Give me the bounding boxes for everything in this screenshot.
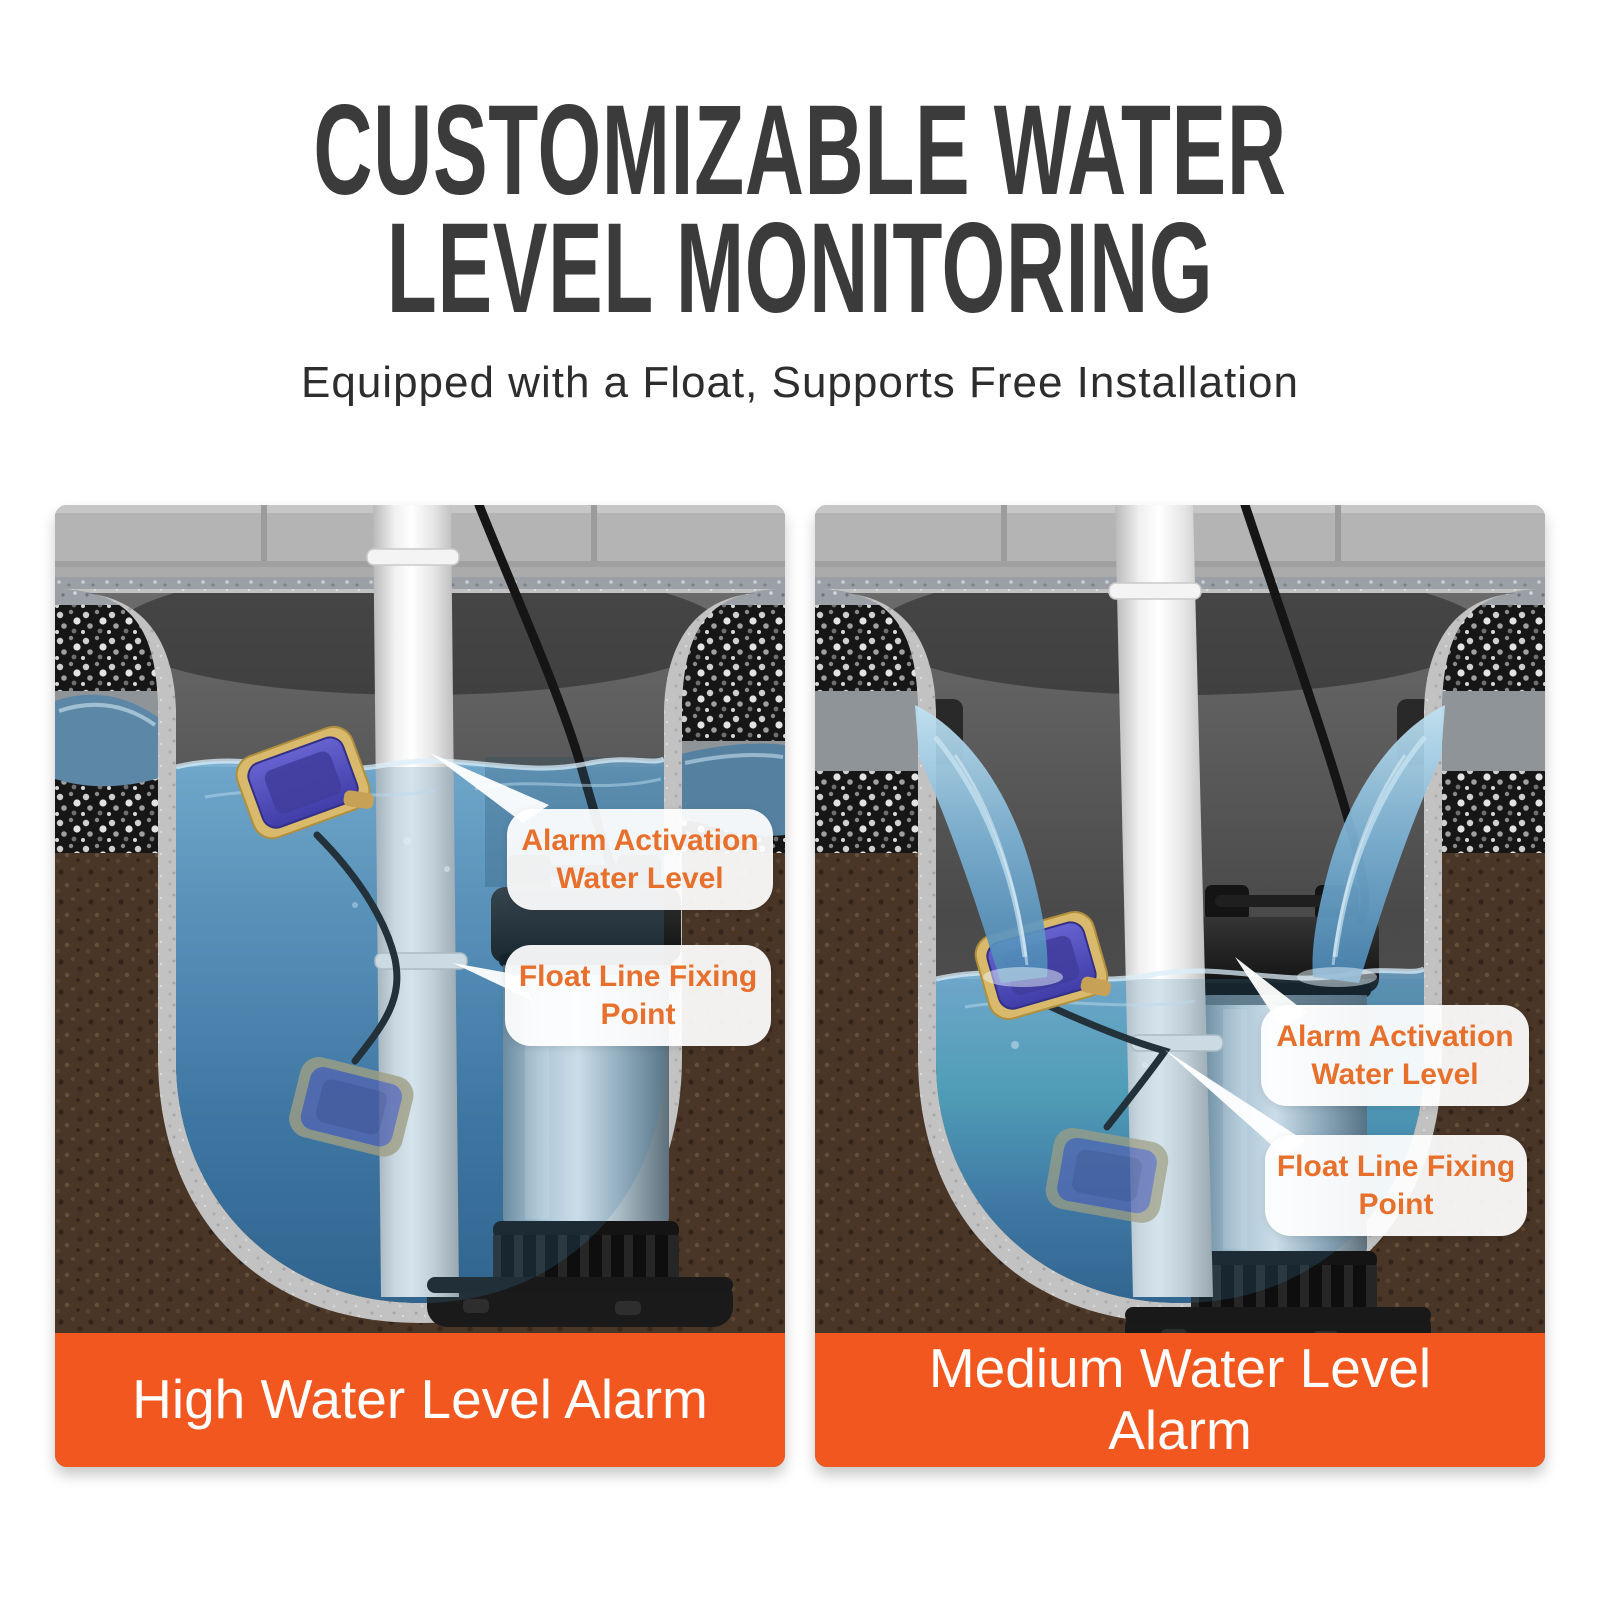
- float-switch-submerged: [1045, 1128, 1169, 1223]
- callout-tail: [430, 753, 549, 823]
- caption-medium-water-level-alarm: Medium Water Level Alarm: [815, 1333, 1545, 1467]
- inlet-water-left: [55, 691, 167, 787]
- float-cable: [1043, 1001, 1171, 1131]
- waterfall-splash-left: [915, 705, 1063, 987]
- float-switch-surface: [235, 725, 374, 840]
- sump-pit-scene-high: [55, 505, 785, 1333]
- float-cable: [313, 831, 401, 1065]
- inlet-pipe-right: [1433, 691, 1545, 771]
- comparison-panels: Alarm Activation Water Level Float Line …: [55, 505, 1545, 1467]
- page-title-line2: LEVEL MONITORING: [386, 197, 1214, 340]
- callout-alarm-activation-water-level: Alarm Activation Water Level: [507, 809, 773, 910]
- caption-high-water-level-alarm: High Water Level Alarm: [55, 1333, 785, 1467]
- page-title-line1: CUSTOMIZABLE WATER: [313, 79, 1287, 222]
- panel-high-water-alarm: Alarm Activation Water Level Float Line …: [55, 505, 785, 1467]
- callout-float-line-fixing-point: Float Line Fixing Point: [505, 945, 771, 1046]
- page-subtitle: Equipped with a Float, Supports Free Ins…: [301, 358, 1299, 407]
- callout-alarm-activation-water-level: Alarm Activation Water Level: [1261, 1005, 1529, 1106]
- page-title: CUSTOMIZABLE WATER LEVEL MONITORING: [0, 79, 1600, 340]
- waterfall-splash-right: [1297, 705, 1445, 987]
- sump-pit-scene-medium: [815, 505, 1545, 1333]
- callout-float-line-fixing-point: Float Line Fixing Point: [1265, 1135, 1527, 1236]
- float-switch-submerged: [289, 1057, 414, 1157]
- inlet-pipe-left: [815, 691, 927, 771]
- discharge-pipe: [1108, 505, 1431, 1323]
- callout-tail: [1165, 1050, 1305, 1157]
- panel-medium-water-alarm: Alarm Activation Water Level Float Line …: [815, 505, 1545, 1467]
- page-header: CUSTOMIZABLE WATER LEVEL MONITORING Equi…: [0, 79, 1600, 408]
